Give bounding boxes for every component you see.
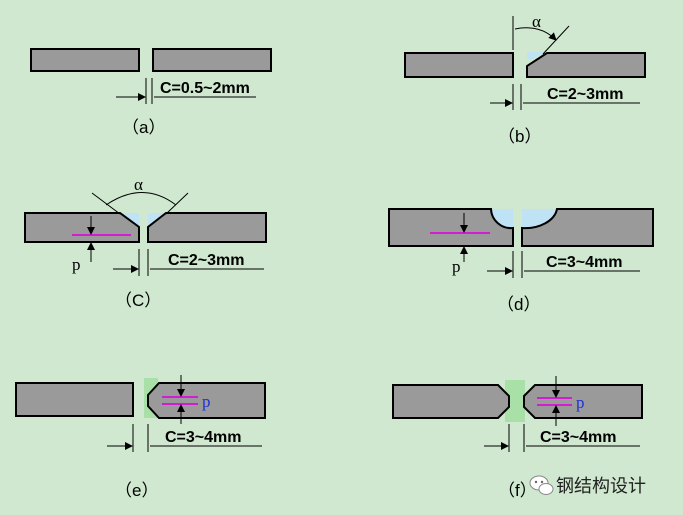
dimension-text: C=3~4mm [546, 254, 623, 271]
plate-left [404, 52, 514, 78]
panel-label: （d） [497, 295, 540, 314]
wechat-icon [529, 475, 554, 495]
plate-left [15, 382, 134, 417]
panel-d: p C=3~4mm （d） [388, 208, 654, 314]
alpha-arc [105, 192, 177, 206]
angle-alpha-symbol: α [532, 12, 541, 31]
root-face-symbol: p [452, 257, 461, 276]
root-face-symbol: p [576, 393, 585, 412]
dimension-text: C=0.5~2mm [160, 80, 250, 97]
alpha-arc [514, 27, 557, 41]
panel-e: p C=3~4mm （e） [15, 375, 266, 500]
u-groove-fill-left [491, 209, 513, 229]
bevel-gap-fill [527, 52, 547, 60]
plate-left [30, 48, 140, 72]
root-face-symbol: p [202, 392, 211, 411]
watermark-text: 钢结构设计 [556, 476, 646, 497]
panel-c: α p C=2~3mm （C） [24, 175, 267, 310]
panel-label: （b） [498, 127, 541, 146]
dimension-text: C=2~3mm [168, 252, 245, 269]
panel-label: （C） [115, 291, 161, 310]
panel-label: （f） [498, 481, 537, 500]
panel-b: α C=2~3mm （b） [404, 12, 646, 146]
dimension-text: C=2~3mm [547, 86, 624, 103]
root-face-symbol: p [72, 255, 81, 274]
plate-right-u-groove [521, 208, 654, 247]
alpha-bevel-line-left [91, 192, 121, 215]
plate-left-beveled [24, 212, 140, 243]
plate-left-chamfered [392, 384, 510, 419]
gap-fill [505, 380, 525, 422]
plate-left-u-groove [388, 208, 514, 247]
panel-a: C=0.5~2mm （a） [30, 48, 272, 137]
panel-f: p C=3~4mm （f） [392, 376, 643, 500]
u-groove-fill-right [522, 209, 557, 229]
plate-right-beveled [147, 212, 267, 243]
plate-right [152, 48, 272, 72]
panel-label: （a） [122, 118, 165, 137]
watermark: 钢结构设计 [529, 475, 646, 497]
angle-alpha-symbol: α [134, 175, 143, 194]
panel-label: （e） [115, 481, 158, 500]
alpha-bevel-line-right [165, 192, 189, 215]
dimension-text: C=3~4mm [165, 429, 242, 446]
plate-right-beveled [526, 52, 646, 78]
dimension-text: C=3~4mm [540, 429, 617, 446]
